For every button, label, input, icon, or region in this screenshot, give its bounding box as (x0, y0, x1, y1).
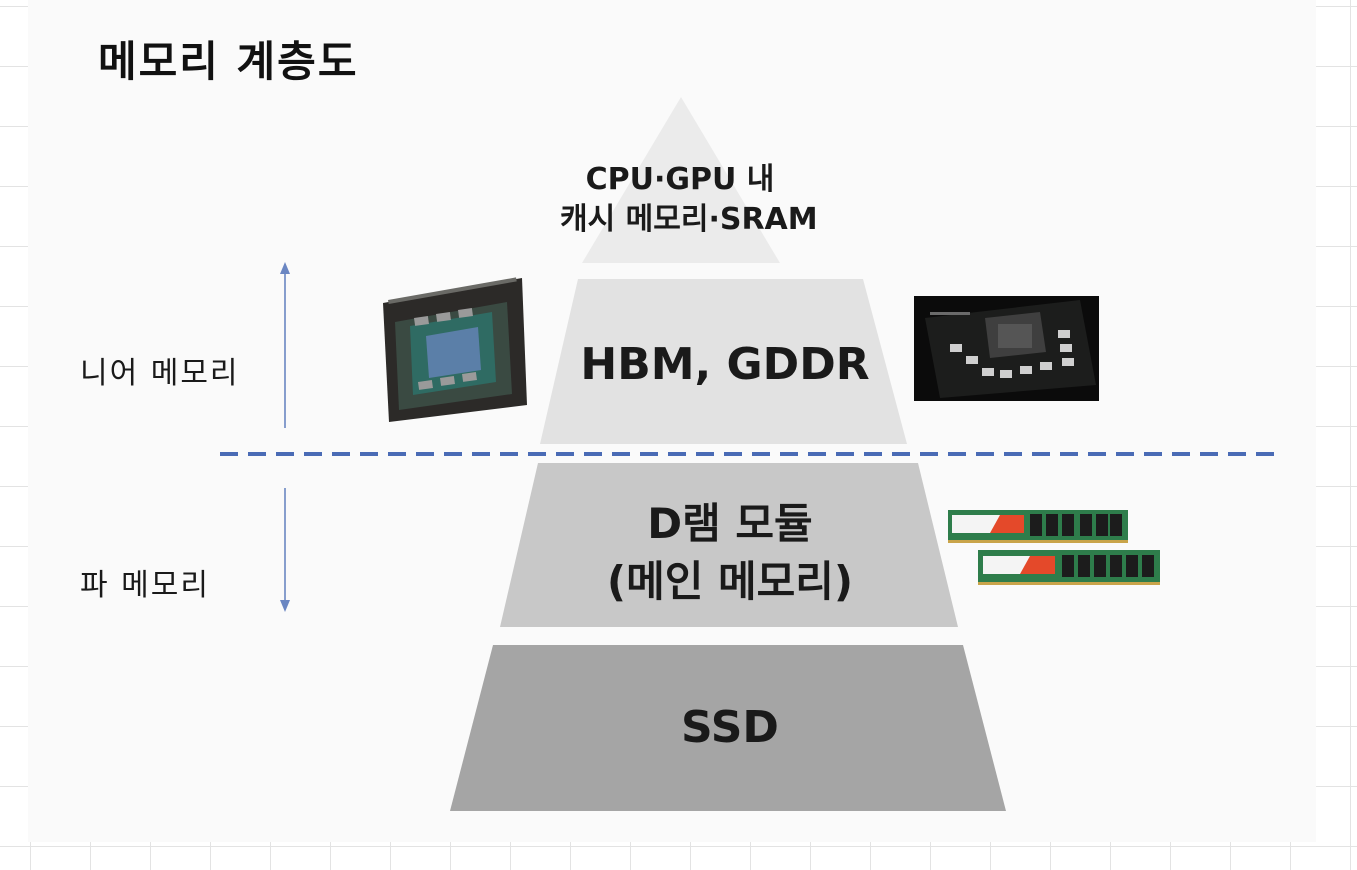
tier-dram (500, 463, 958, 627)
graphics-card-photo (914, 296, 1099, 401)
diagram-title: 메모리 계층도 (98, 37, 359, 86)
tier-cache-line2: 캐시 메모리·SRAM (560, 202, 818, 237)
tier-dram-line2: (메인 메모리) (606, 557, 854, 606)
near-memory-arrow (280, 262, 290, 428)
tier-hbm (540, 279, 907, 444)
tier-dram-line1: D램 모듈 (647, 499, 813, 548)
tier-dram-label: D램 모듈 (메인 메모리) (500, 495, 960, 611)
tier-cache (582, 97, 780, 263)
dram-module-photo (948, 510, 1160, 585)
tier-ssd-label: SSD (681, 702, 779, 753)
tier-hbm-label: HBM, GDDR (580, 339, 870, 390)
tier-ssd (450, 645, 1006, 811)
gpu-chip-photo (383, 277, 527, 422)
tier-cache-line1: CPU·GPU 내 (585, 162, 775, 197)
tier-cache-label: CPU·GPU 내 캐시 메모리·SRAM (560, 160, 818, 240)
near-memory-label: 니어 메모리 (80, 356, 240, 391)
far-memory-arrow (280, 488, 290, 612)
far-memory-label: 파 메모리 (80, 568, 210, 603)
